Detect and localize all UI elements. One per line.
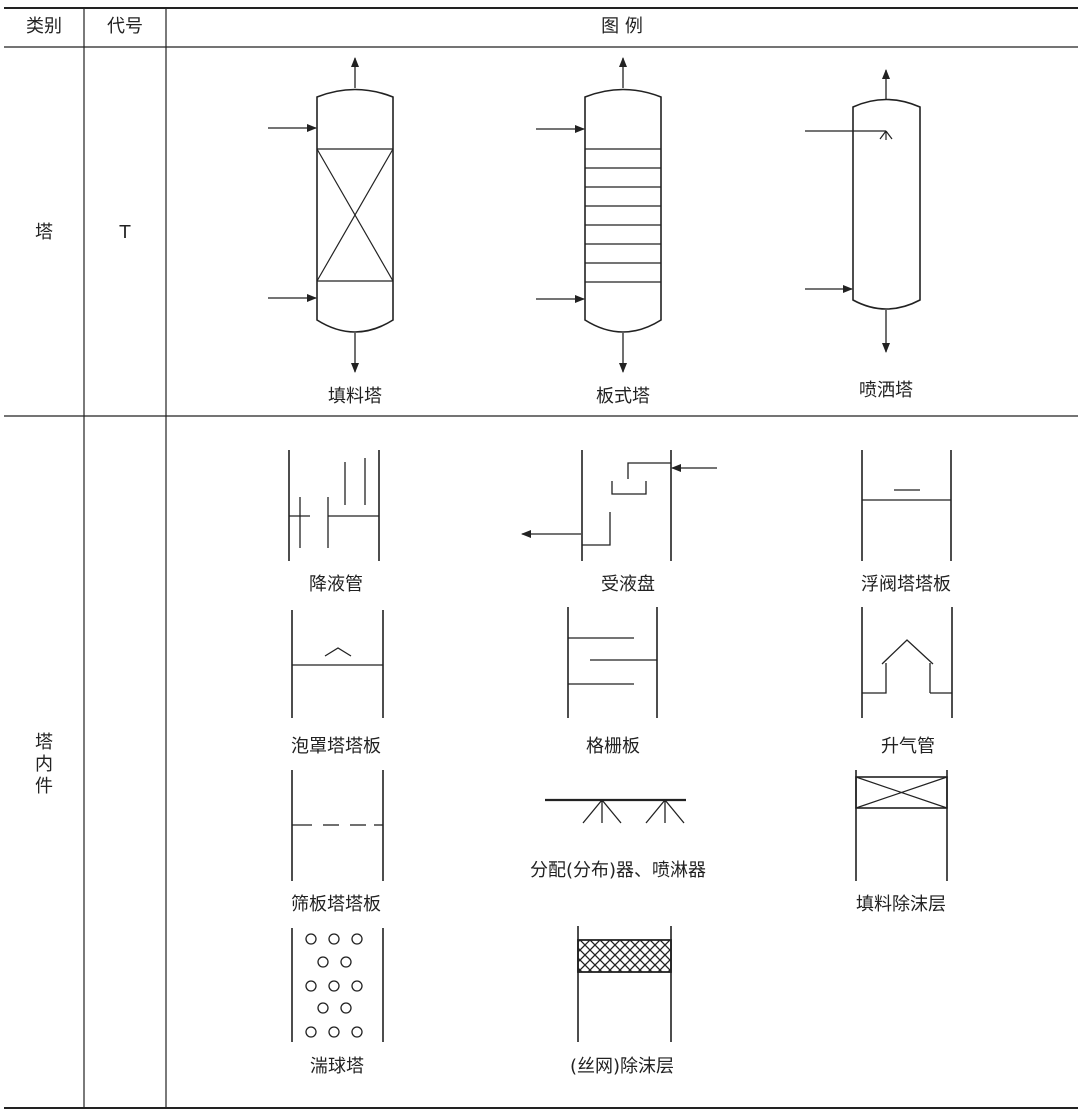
downcomer-symbol: [288, 450, 380, 561]
turbulent-ball-tower-symbol: [291, 928, 384, 1042]
spray-tower-symbol: [805, 69, 921, 353]
label-riser: 升气管: [881, 736, 935, 757]
label-sieve-tray: 筛板塔塔板: [291, 894, 381, 915]
plate-tower-symbol: [536, 57, 662, 373]
label-receiving-pan: 受液盘: [601, 574, 655, 595]
distributor-symbol: [545, 798, 686, 824]
header-legend: 图 例: [601, 16, 643, 37]
grid-plate-symbol: [567, 607, 658, 718]
row-tower-code: T: [119, 222, 131, 243]
label-valve-tray: 浮阀塔塔板: [861, 574, 951, 595]
label-packed-demister: 填料除沫层: [856, 894, 946, 915]
label-plate-tower: 板式塔: [596, 386, 650, 407]
label-mesh-demister: (丝网)除沫层: [569, 1056, 675, 1077]
header-category: 类别: [26, 16, 62, 37]
bubble-cap-tray-symbol: [291, 610, 384, 718]
receiving-pan-symbol: [521, 450, 717, 561]
label-downcomer: 降液管: [309, 574, 363, 595]
packed-demister-symbol: [855, 770, 948, 881]
packed-tower-symbol: [268, 57, 394, 373]
header-code: 代号: [107, 16, 143, 37]
row-internals-category: 塔内件: [35, 732, 53, 797]
label-bubble-cap-tray: 泡罩塔塔板: [291, 736, 381, 757]
sieve-tray-symbol: [291, 770, 384, 881]
label-turbulent-ball-tower: 湍球塔: [310, 1056, 364, 1077]
riser-symbol: [861, 607, 953, 718]
label-spray-tower: 喷洒塔: [859, 380, 913, 401]
label-distributor: 分配(分布)器、喷淋器: [529, 860, 707, 881]
mesh-demister-symbol: [577, 926, 672, 1042]
valve-tray-symbol: [861, 450, 952, 561]
label-packed-tower: 填料塔: [328, 386, 382, 407]
row-tower-category: 塔: [35, 222, 53, 243]
label-grid-plate: 格栅板: [586, 736, 640, 757]
